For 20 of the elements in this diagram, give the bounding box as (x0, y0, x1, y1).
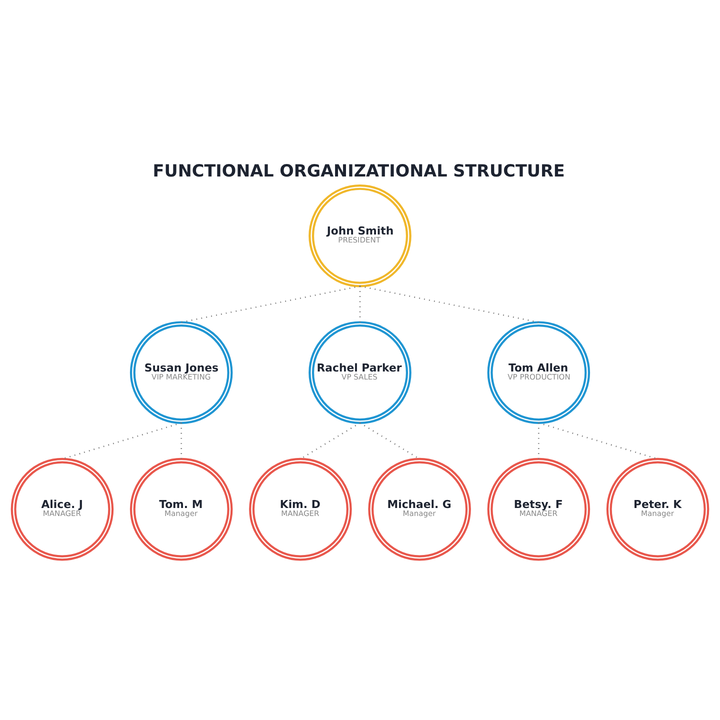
node-circle: Peter. K Manager (606, 458, 710, 561)
connector (538, 422, 658, 460)
node-circle: Alice. J MANAGER (10, 458, 114, 561)
node-circle: Kim. D MANAGER (249, 458, 352, 561)
node-circle: Rachel Parker VP SALES (308, 321, 412, 424)
connector (62, 422, 182, 460)
connector (360, 422, 420, 460)
node-circle: Susan Jones VIP MARKETING (130, 321, 233, 424)
connector (300, 422, 360, 460)
connector (360, 286, 539, 323)
node-circle: Tom Allen VP PRODUCTION (487, 321, 590, 424)
connector (359, 286, 361, 322)
connector (538, 422, 540, 459)
node-circle: John Smith PRESIDENT (308, 184, 412, 288)
node-circle: Betsy. F MANAGER (487, 458, 590, 561)
connector (180, 422, 182, 459)
connector (181, 286, 360, 323)
diagram-title: FUNCTIONAL ORGANIZATIONAL STRUCTURE (152, 160, 565, 180)
node-circle: Michael. G Manager (368, 458, 471, 561)
node-circle: Tom. M Manager (130, 458, 233, 561)
